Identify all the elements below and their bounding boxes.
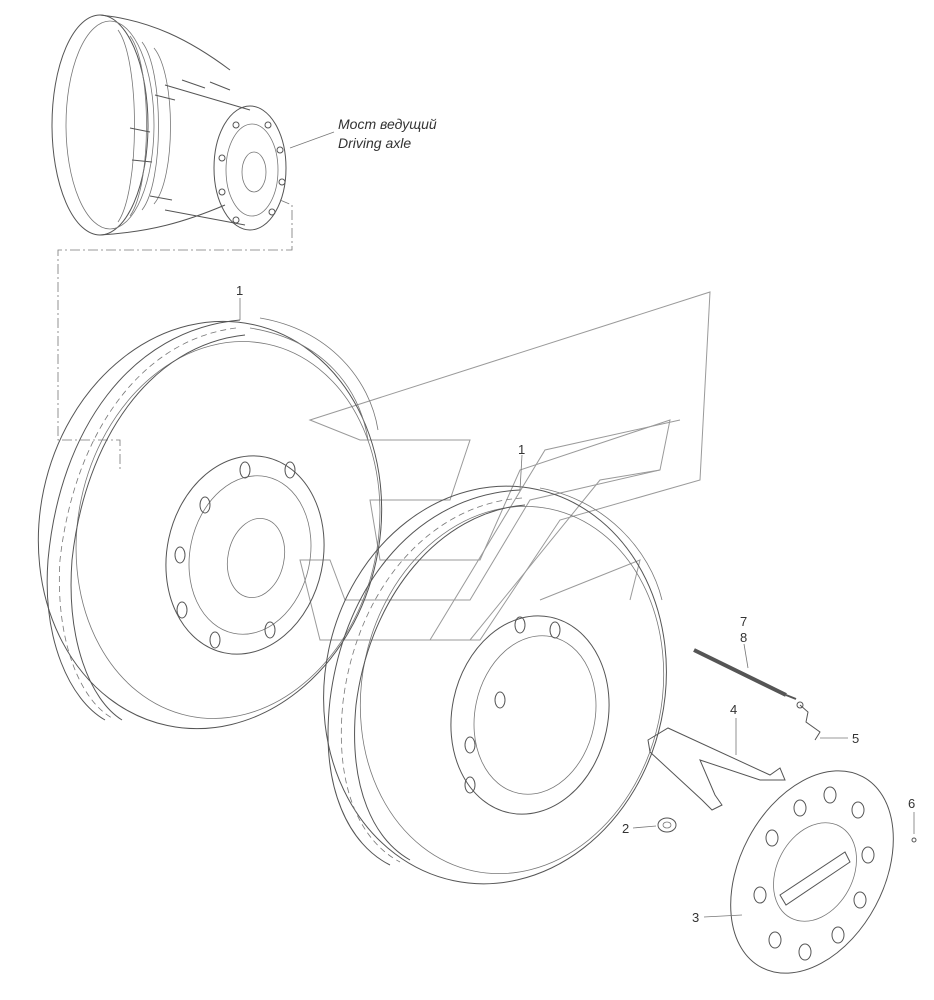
small-washer [911,837,917,843]
callout-4: 4 [730,702,737,717]
callout-1-left: 1 [236,283,243,298]
callout-6: 6 [908,796,915,811]
axle-label-en: Driving axle [338,135,411,151]
axle-leader-line [289,131,335,149]
callout-1-right: 1 [518,442,525,457]
watermark-logo [299,291,711,641]
callout-3: 3 [692,910,699,925]
leader-2 [632,825,657,829]
wheel-nut [657,817,677,833]
callout-7: 7 [740,614,747,629]
mounting-axis-line [57,199,293,470]
driving-axle-hub [51,14,287,236]
hub-cap [730,770,894,974]
callout-8: 8 [740,630,747,645]
cotter-pin [796,701,821,741]
axle-label-ru: Мост ведущий [338,116,437,132]
leader-1-right [519,454,523,491]
leader-3 [703,914,743,918]
leader-7-8 [743,643,749,669]
wheel-wrench [647,727,786,811]
left-wheel [37,317,383,730]
threaded-bar [693,648,797,700]
callout-5: 5 [852,731,859,746]
right-wheel [323,485,667,885]
callout-2: 2 [622,821,629,836]
